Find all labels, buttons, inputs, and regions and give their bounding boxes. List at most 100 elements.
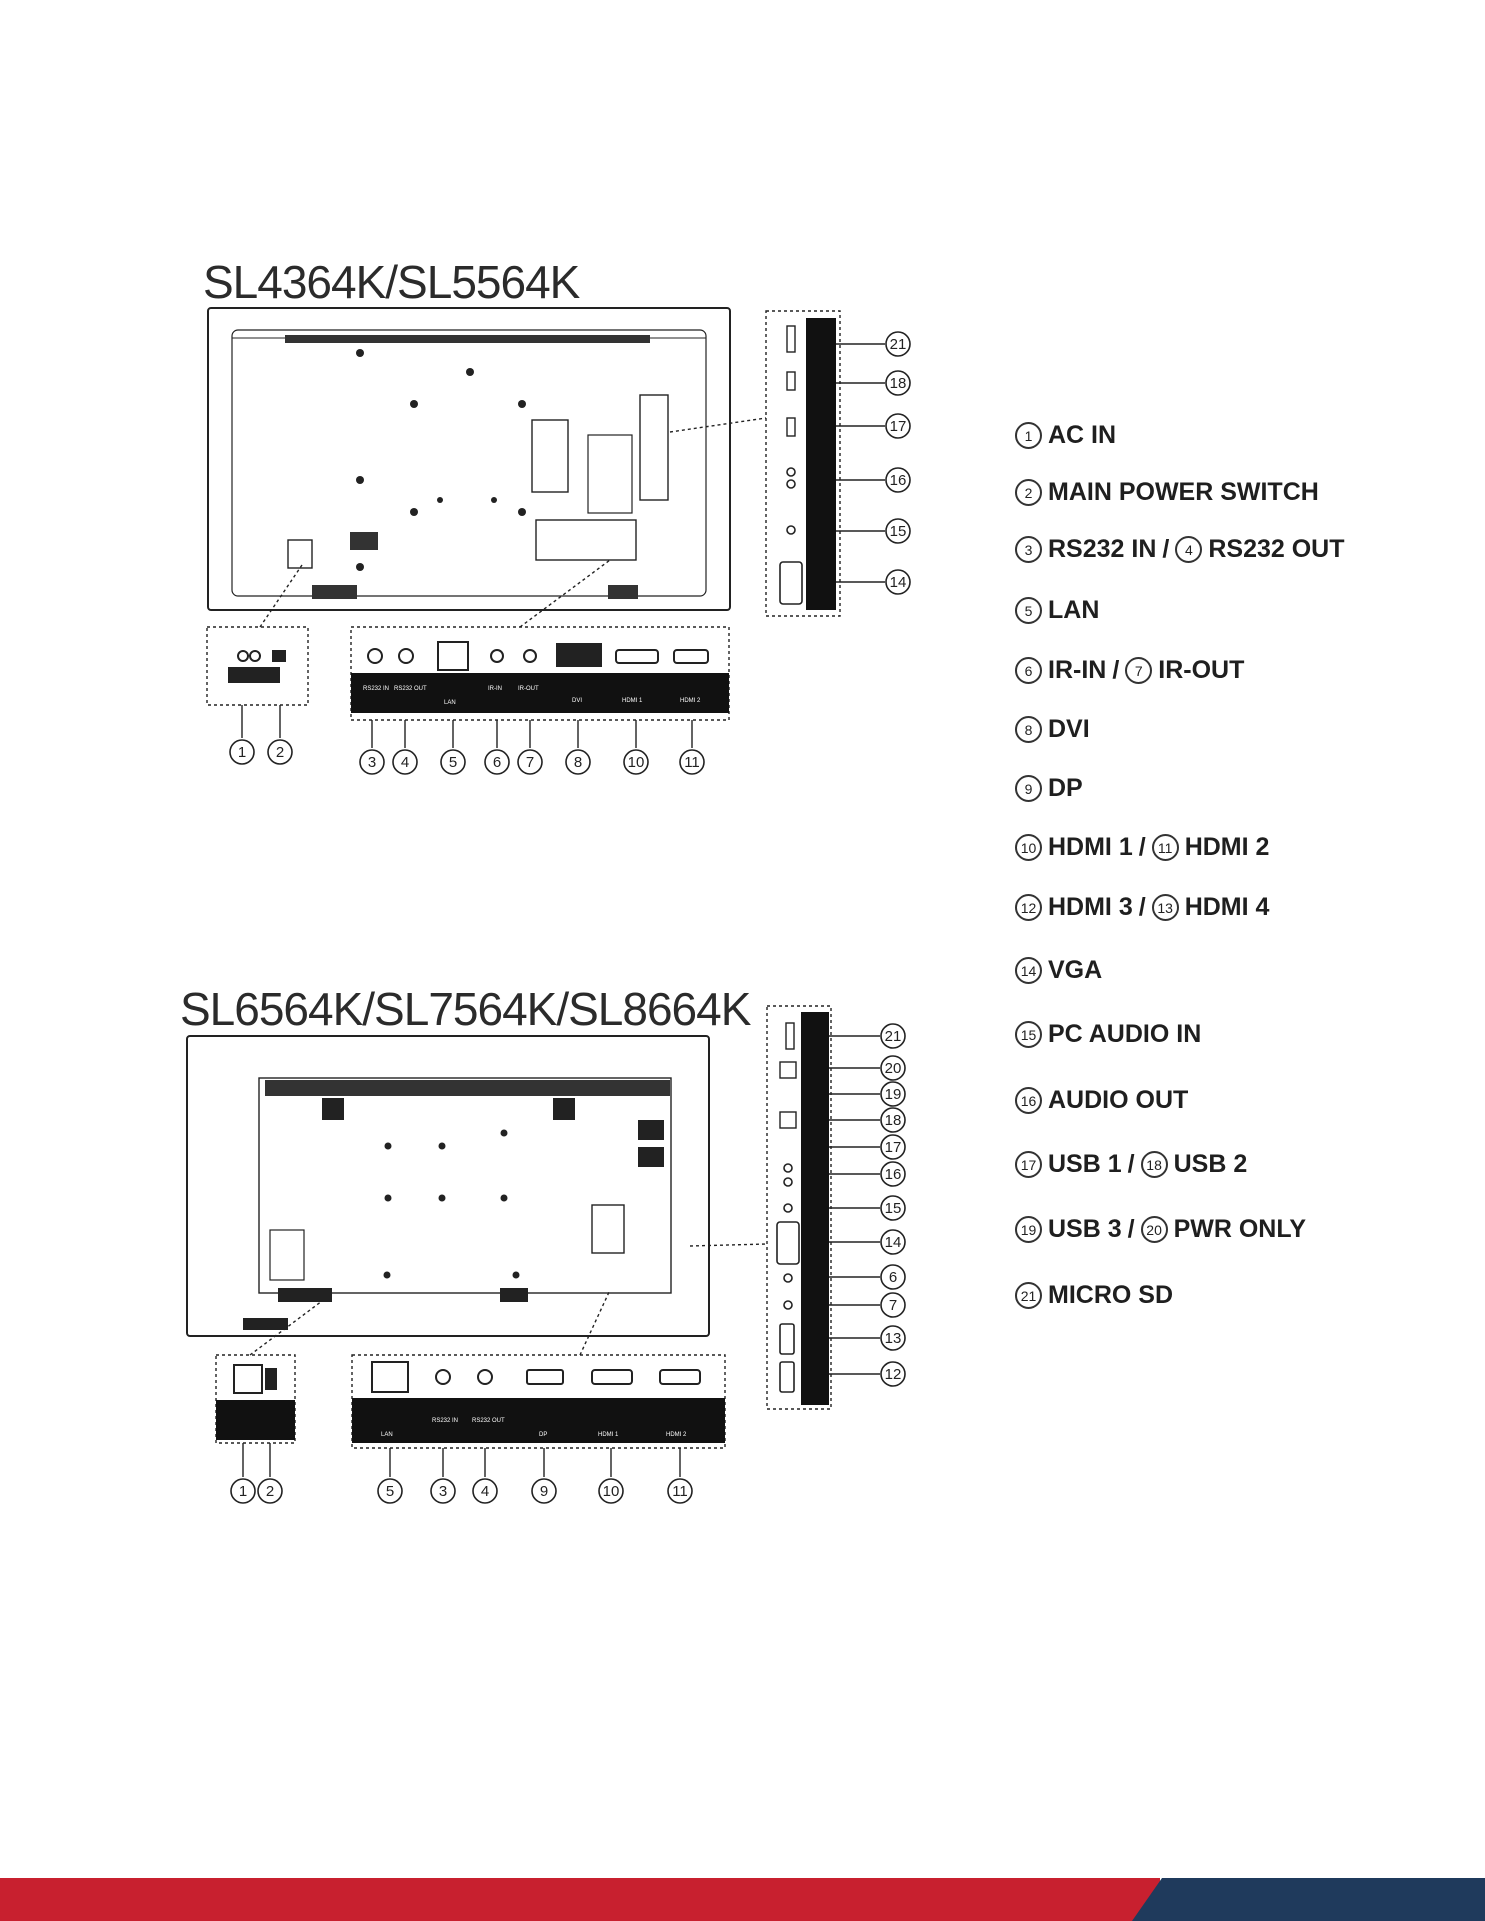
legend-number: 5: [1015, 597, 1042, 624]
side-leaders-bottom: [829, 1035, 880, 1375]
legend-label: USB 1: [1048, 1150, 1122, 1178]
callout-14: 14: [885, 569, 911, 595]
legend-label: DP: [1048, 774, 1083, 802]
callout-number: 14: [890, 574, 907, 591]
legend-label: RS232 IN: [1048, 535, 1157, 563]
callout-9: 9: [531, 1478, 557, 1504]
legend-number: 3: [1015, 536, 1042, 563]
model-title-bottom: SL6564K/SL7564K/SL8664K: [180, 983, 751, 1035]
callout-5: 5: [377, 1478, 403, 1504]
callout-1: 1: [229, 739, 255, 765]
callout-number: 7: [889, 1297, 897, 1314]
callout-number: 18: [885, 1112, 902, 1129]
callout-18: 18: [880, 1107, 906, 1133]
footer-navy-band: [1132, 1878, 1485, 1921]
legend-number: 21: [1015, 1282, 1042, 1309]
callout-number: 21: [890, 336, 907, 353]
side-strip-bottom: [776, 1012, 829, 1405]
callout-19: 19: [880, 1081, 906, 1107]
callout-4: 4: [472, 1478, 498, 1504]
legend-number: 10: [1015, 834, 1042, 861]
legend-label: RS232 OUT: [1208, 535, 1345, 563]
legend-number: 17: [1015, 1151, 1042, 1178]
callout-17: 17: [880, 1134, 906, 1160]
legend-separator: /: [1127, 1150, 1135, 1178]
callout-11: 11: [679, 749, 705, 775]
legend-number: 12: [1015, 894, 1042, 921]
footer-bar: [0, 1878, 1485, 1921]
port-label-dvi: DVI: [572, 698, 582, 704]
callout-number: 15: [885, 1200, 902, 1217]
legend-number: 20: [1140, 1216, 1168, 1243]
callout-15: 15: [885, 518, 911, 544]
callout-number: 15: [890, 523, 907, 540]
callout-4: 4: [392, 749, 418, 775]
callout-leaders-top: [241, 343, 885, 748]
legend-number: 14: [1015, 957, 1042, 984]
legend-label: LAN: [1048, 596, 1100, 624]
legend-number: 9: [1015, 775, 1042, 802]
callout-number: 11: [684, 754, 700, 771]
callout-12: 12: [880, 1361, 906, 1387]
port-label-lan: LAN: [444, 700, 456, 706]
callout-20: 20: [880, 1055, 906, 1081]
legend-number: 1: [1015, 422, 1042, 449]
legend-number: 4: [1175, 536, 1203, 563]
display-rear-bottom: [186, 1035, 710, 1337]
legend-label: HDMI 2: [1184, 833, 1270, 861]
legend-separator: /: [1138, 833, 1146, 861]
legend-separator: /: [1162, 535, 1170, 563]
legend-label: MAIN POWER SWITCH: [1048, 478, 1319, 506]
legend-label: PWR ONLY: [1173, 1215, 1307, 1243]
callout-10: 10: [598, 1478, 624, 1504]
callout-number: 1: [238, 744, 246, 761]
ac-panel-bottom: [216, 1364, 295, 1440]
legend-label: HDMI 4: [1184, 893, 1270, 921]
legend-number: 13: [1151, 894, 1179, 921]
callout-number: 4: [481, 1483, 489, 1500]
callout-leaders-bottom: [242, 1443, 681, 1477]
callout-number: 21: [885, 1028, 902, 1045]
legend-label: AC IN: [1048, 421, 1117, 449]
ac-panel-top: [228, 650, 286, 683]
mount-holes-bottom: [383, 1129, 520, 1279]
legend-number: 8: [1015, 716, 1042, 743]
legend-number: 19: [1015, 1216, 1042, 1243]
callout-6: 6: [880, 1264, 906, 1290]
callout-number: 19: [885, 1086, 902, 1103]
callout-number: 1: [239, 1483, 247, 1500]
legend-label: IR-OUT: [1158, 656, 1245, 684]
legend-label: VGA: [1048, 956, 1103, 984]
callout-21: 21: [880, 1023, 906, 1049]
legend-label: MICRO SD: [1048, 1281, 1173, 1309]
callout-13: 13: [880, 1325, 906, 1351]
callout-number: 2: [266, 1483, 274, 1500]
callout-5: 5: [440, 749, 466, 775]
port-strip-top: RS232 IN RS232 OUT LAN IR-IN IR-OUT DVI …: [351, 641, 729, 713]
legend-label: USB 3: [1048, 1215, 1122, 1243]
port-label-hdmi1: HDMI 1: [622, 698, 643, 704]
callout-number: 10: [603, 1483, 620, 1500]
port-label-rs232in: RS232 IN: [432, 1418, 458, 1424]
callout-7: 7: [517, 749, 543, 775]
callout-number: 10: [628, 754, 645, 771]
callout-number: 2: [276, 744, 284, 761]
callout-8: 8: [565, 749, 591, 775]
callout-number: 18: [890, 375, 907, 392]
model-title-top: SL4364K/SL5564K: [203, 256, 580, 308]
legend-label: HDMI 1: [1048, 833, 1133, 861]
callout-7: 7: [880, 1292, 906, 1318]
